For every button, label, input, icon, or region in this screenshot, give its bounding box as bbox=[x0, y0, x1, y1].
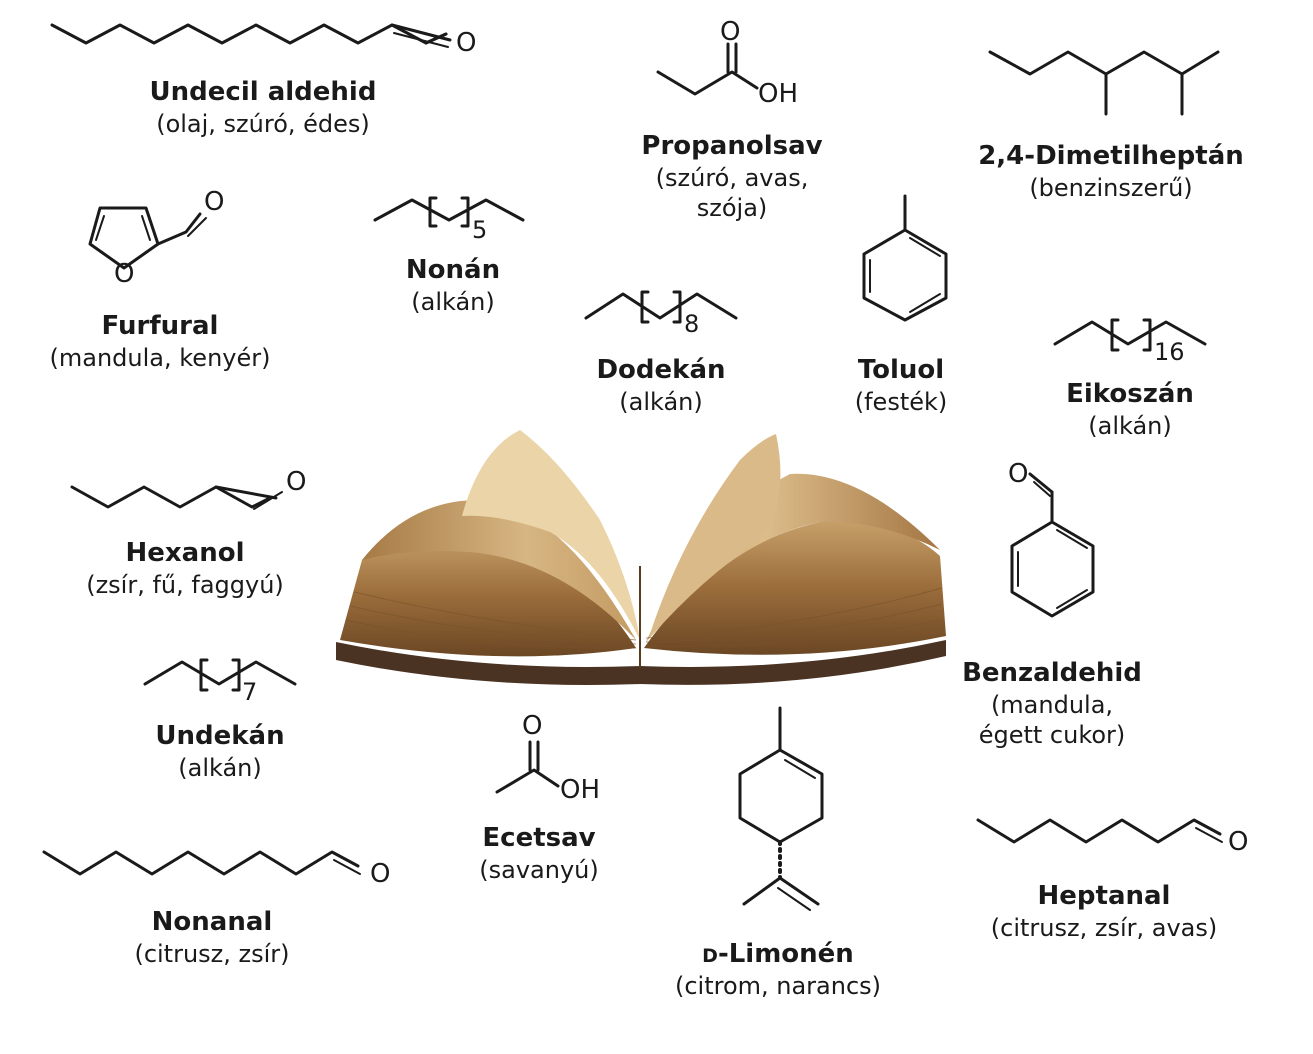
nonan-structure bbox=[373, 196, 525, 228]
compound-name: Hexanol bbox=[125, 538, 245, 568]
compound-name: D-Limonén bbox=[656, 938, 900, 971]
compound-name: Benzaldehid bbox=[962, 658, 1142, 688]
furfural-ring-oxygen: O bbox=[114, 259, 134, 289]
heptanal-structure bbox=[976, 818, 1223, 844]
compound-name: Ecetsav bbox=[482, 823, 596, 853]
compound-description: (alkán) bbox=[178, 753, 262, 782]
compound-name: Toluol bbox=[857, 355, 945, 385]
compound-undekan: Undekán (alkán) bbox=[140, 720, 300, 783]
propanolsav-oxygen: O bbox=[720, 17, 740, 47]
undecil-aldehid-structure bbox=[50, 23, 452, 48]
furfural-aldehyde-oxygen: O bbox=[204, 187, 224, 217]
undekan-structure bbox=[143, 658, 297, 692]
compound-description: (savanyú) bbox=[479, 855, 599, 884]
compound-propanolsav: Propanolsav (szúró, avas, szója) bbox=[622, 130, 842, 223]
ecetsav-hydroxyl: OH bbox=[560, 775, 600, 805]
dodekan-repeat-count: 8 bbox=[684, 310, 699, 338]
heptanal-oxygen: O bbox=[1228, 827, 1248, 857]
compound-name: Nonanal bbox=[151, 907, 273, 937]
compound-description-line1: (mandula, bbox=[990, 690, 1114, 719]
ecetsav-oxygen: O bbox=[522, 711, 542, 741]
compound-ecetsav: Ecetsav (savanyú) bbox=[464, 822, 614, 885]
toluol-structure bbox=[862, 194, 948, 322]
eikoszan-repeat-count: 16 bbox=[1154, 338, 1185, 366]
compound-undecil-aldehid: Undecil aldehid (olaj, szúró, édes) bbox=[140, 76, 386, 139]
stereo-prefix: D bbox=[702, 945, 718, 967]
compound-description: (festék) bbox=[854, 387, 948, 416]
propanolsav-hydroxyl: OH bbox=[758, 79, 798, 109]
compound-description: (citrusz, zsír) bbox=[134, 939, 290, 968]
nonanal-structure bbox=[42, 850, 361, 876]
compound-description: (zsír, fű, faggyú) bbox=[86, 570, 284, 599]
compound-name: Heptanal bbox=[1037, 881, 1171, 911]
furfural-structure bbox=[88, 206, 207, 270]
compound-name: Nonán bbox=[405, 255, 501, 285]
dodekan-structure bbox=[584, 290, 738, 324]
compound-description: (alkán) bbox=[1088, 411, 1172, 440]
compound-dimetilheptan: 2,4-Dimetilheptán (benzinszerű) bbox=[970, 140, 1252, 203]
compound-description-line2: szója) bbox=[696, 193, 768, 222]
compound-dodekan: Dodekán (alkán) bbox=[586, 354, 736, 417]
compound-description: (olaj, szúró, édes) bbox=[156, 109, 370, 138]
benzaldehid-structure bbox=[1010, 472, 1095, 618]
benzaldehid-oxygen: O bbox=[1008, 459, 1028, 489]
undecil-aldehid-oxygen: O bbox=[456, 28, 476, 58]
nonan-repeat-count: 5 bbox=[472, 216, 487, 244]
hexanol-oxygen: O bbox=[286, 467, 306, 497]
compound-benzaldehid: Benzaldehid (mandula, égett cukor) bbox=[950, 657, 1154, 750]
compound-heptanal: Heptanal (citrusz, zsír, avas) bbox=[986, 880, 1222, 943]
compound-description-line2: égett cukor) bbox=[978, 720, 1126, 749]
compound-nonan: Nonán (alkán) bbox=[383, 254, 523, 317]
compound-description: (alkán) bbox=[619, 387, 703, 416]
compound-description: (citrusz, zsír, avas) bbox=[990, 913, 1218, 942]
eikoszan-structure bbox=[1053, 318, 1207, 352]
hexanol-structure bbox=[70, 485, 283, 510]
dimetilheptan-structure bbox=[988, 50, 1220, 116]
undekan-repeat-count: 7 bbox=[242, 678, 257, 706]
propanolsav-structure bbox=[656, 42, 759, 96]
compound-name: Undecil aldehid bbox=[149, 77, 377, 107]
compound-name: Dodekán bbox=[596, 355, 726, 385]
compound-description: (alkán) bbox=[411, 287, 495, 316]
compound-name: 2,4-Dimetilheptán bbox=[978, 141, 1244, 171]
compound-description: (benzinszerű) bbox=[1029, 173, 1193, 202]
compound-eikoszan: Eikoszán (alkán) bbox=[1054, 378, 1206, 441]
compound-description-line1: (szúró, avas, bbox=[655, 163, 809, 192]
compound-nonanal: Nonanal (citrusz, zsír) bbox=[116, 906, 308, 969]
compound-name: Eikoszán bbox=[1066, 379, 1194, 409]
compound-description: (citrom, narancs) bbox=[674, 971, 882, 1000]
compound-description: (mandula, kenyér) bbox=[49, 343, 271, 372]
compound-name: Propanolsav bbox=[641, 131, 823, 161]
compound-name: Furfural bbox=[101, 311, 219, 341]
old-book-illustration bbox=[336, 430, 946, 685]
compound-name: Undekán bbox=[155, 721, 285, 751]
compound-toluol: Toluol (festék) bbox=[836, 354, 966, 417]
ecetsav-structure bbox=[495, 740, 560, 794]
compound-limonen: D-Limonén (citrom, narancs) bbox=[656, 938, 900, 1001]
compound-name-text: -Limonén bbox=[717, 939, 854, 969]
compound-furfural: Furfural (mandula, kenyér) bbox=[30, 310, 290, 373]
limonen-structure bbox=[738, 706, 824, 911]
compound-hexanol: Hexanol (zsír, fű, faggyú) bbox=[70, 537, 300, 600]
nonanal-oxygen: O bbox=[370, 859, 390, 889]
